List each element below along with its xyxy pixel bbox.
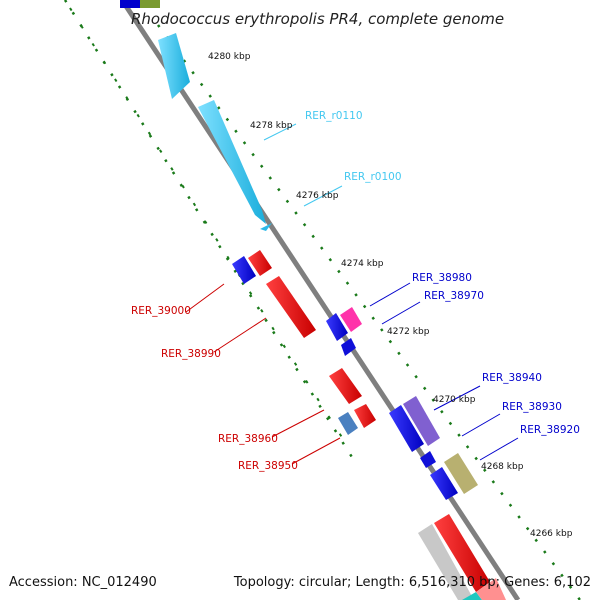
- gene-label-r0110[interactable]: RER_r0110: [305, 110, 363, 122]
- scale-label: 4268 kbp: [481, 462, 524, 472]
- gene-label-38930[interactable]: RER_38930: [502, 401, 562, 413]
- gene-label-38950[interactable]: RER_38950: [238, 460, 298, 472]
- gene-red-bottom[interactable]: [434, 514, 490, 592]
- gene-label-38940[interactable]: RER_38940: [482, 372, 542, 384]
- genome-backbone: [119, 0, 521, 600]
- gene-grey[interactable]: [418, 524, 474, 600]
- gene-39000[interactable]: [248, 250, 272, 276]
- scale-label: 4280 kbp: [208, 52, 251, 62]
- gene-38940-purple[interactable]: [403, 396, 440, 446]
- gene-label-38970[interactable]: RER_38970: [424, 290, 484, 302]
- genome-title: Rhodococcus erythropolis PR4, complete g…: [131, 10, 504, 28]
- scale-labels: 4280 kbp 4278 kbp 4276 kbp 4274 kbp 4272…: [208, 52, 573, 539]
- gene-38970b[interactable]: [341, 338, 356, 356]
- gene-label-38960[interactable]: RER_38960: [218, 433, 278, 445]
- scale-label: 4276 kbp: [296, 191, 339, 201]
- gene-38930[interactable]: [420, 451, 436, 468]
- scale-label: 4272 kbp: [387, 327, 430, 337]
- gene-38980[interactable]: [232, 256, 256, 284]
- leader-lines: [185, 123, 519, 465]
- gene-rect[interactable]: [120, 0, 140, 8]
- rRNA-small-marker[interactable]: [260, 223, 272, 231]
- rRNA-gene-r0110[interactable]: [158, 33, 190, 99]
- gene-38980-pink[interactable]: [340, 307, 362, 332]
- tick-track-left: [63, 0, 357, 463]
- gene-labels: RER_r0110 RER_r0100 RER_38980 RER_38970 …: [131, 110, 580, 472]
- gene-38920[interactable]: [430, 467, 458, 500]
- gene-38990[interactable]: [266, 276, 316, 338]
- topology-text: Topology: circular; Length: 6,516,310 bp…: [233, 575, 591, 590]
- gene-red-bottom-2[interactable]: [476, 578, 506, 600]
- gene-38970[interactable]: [326, 313, 348, 341]
- accession-text: Accession: NC_012490: [9, 575, 157, 590]
- gene-38950[interactable]: [354, 404, 376, 428]
- scale-label: 4266 kbp: [530, 529, 573, 539]
- gene-label-39000[interactable]: RER_39000: [131, 305, 191, 317]
- gene-rect[interactable]: [140, 0, 160, 8]
- scale-label: 4270 kbp: [433, 395, 476, 405]
- gene-38920-olive[interactable]: [444, 453, 478, 494]
- scale-label: 4274 kbp: [341, 259, 384, 269]
- gene-label-r0100[interactable]: RER_r0100: [344, 171, 402, 183]
- gene-38940[interactable]: [389, 405, 424, 452]
- tick-track-right: [156, 24, 582, 600]
- scale-label: 4278 kbp: [250, 121, 293, 131]
- gene-label-38920[interactable]: RER_38920: [520, 424, 580, 436]
- gene-38960[interactable]: [329, 368, 362, 404]
- gene-label-38980[interactable]: RER_38980: [412, 272, 472, 284]
- gene-label-38990[interactable]: RER_38990: [161, 348, 221, 360]
- gene-teal[interactable]: [462, 592, 482, 600]
- rRNA-gene-r0100[interactable]: [198, 100, 266, 224]
- gene-38960-steel[interactable]: [338, 412, 358, 435]
